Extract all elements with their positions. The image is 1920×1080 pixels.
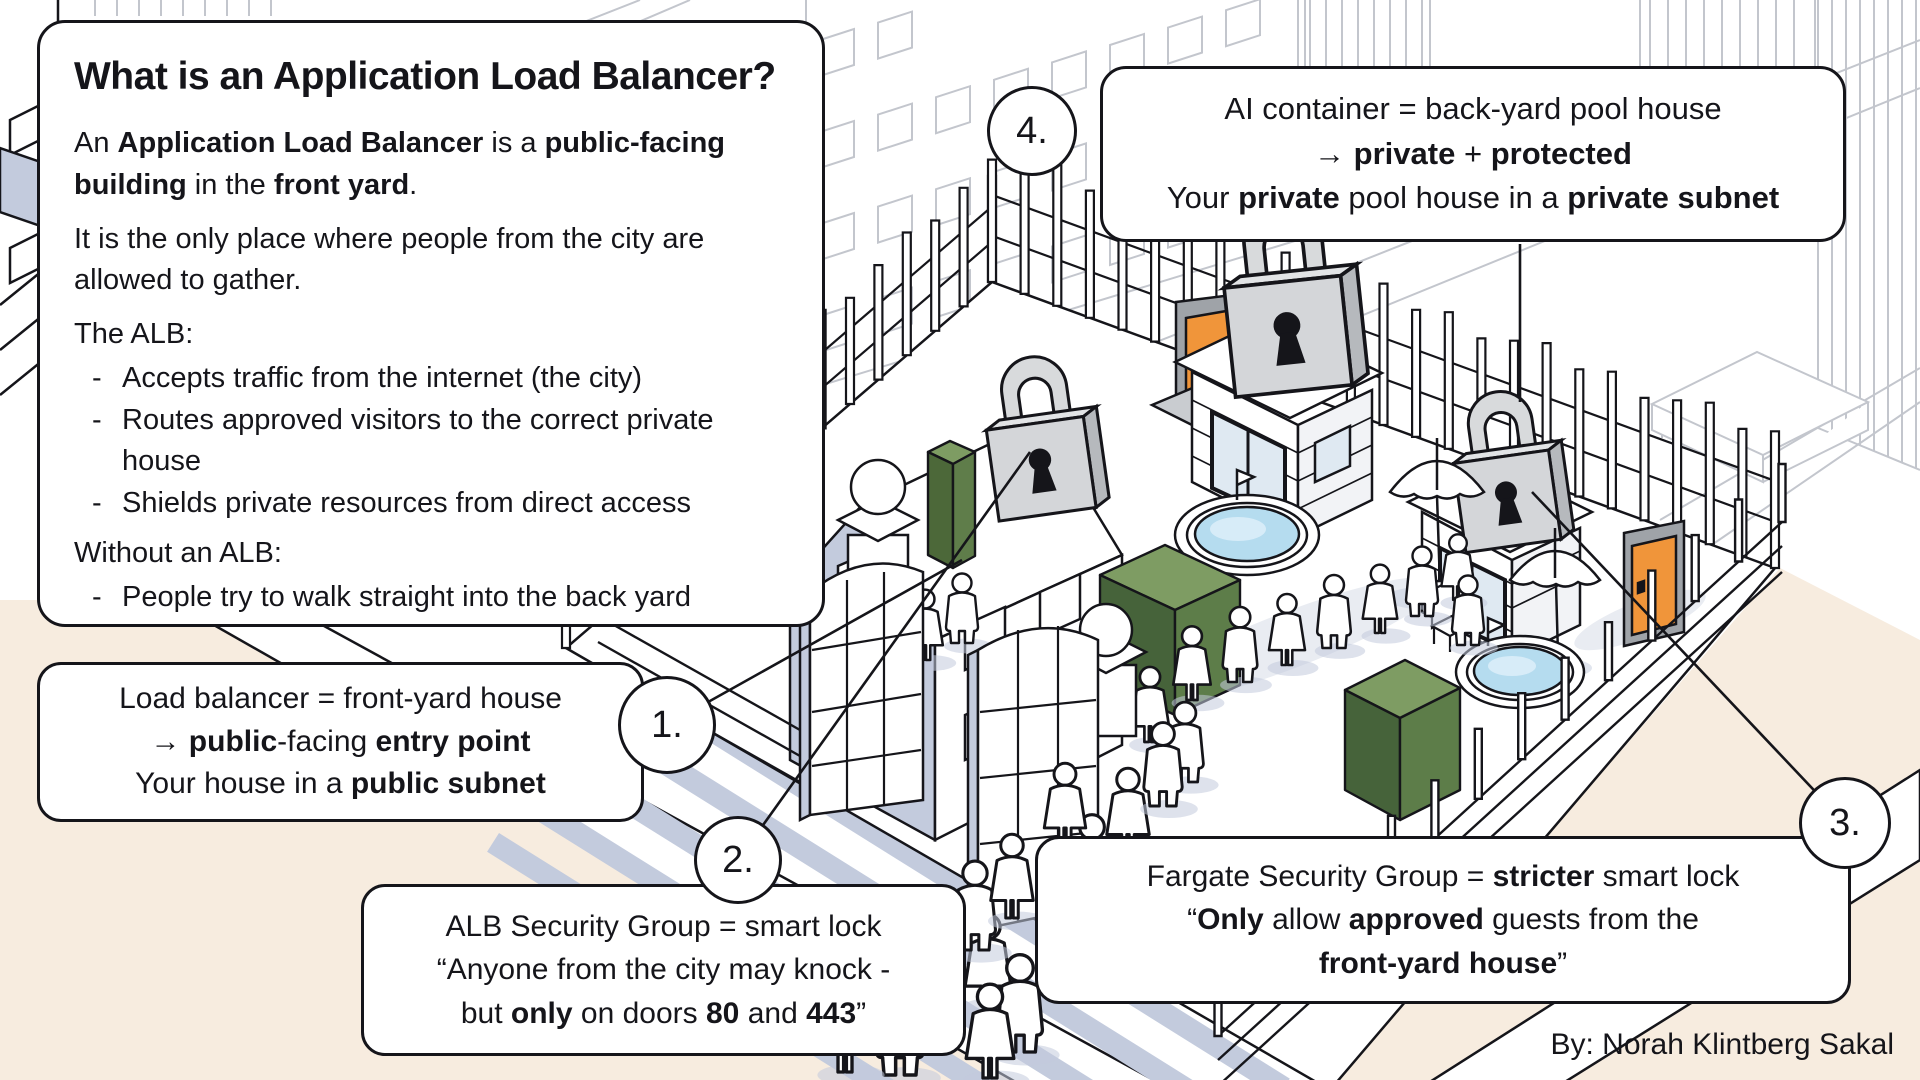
- without-alb-heading: Without an ALB:: [74, 536, 282, 569]
- callout-line: “Only allow approved guests from the: [1187, 903, 1699, 937]
- callout-line: Load balancer = front-yard house: [119, 682, 562, 716]
- ai-container-callout: AI container = back-yard pool house → pr…: [1100, 66, 1846, 242]
- without-alb-bullet: People try to walk straight into the bac…: [86, 577, 788, 619]
- leader-lines: [666, 244, 1846, 861]
- info-intro: An Application Load Balancer is a public…: [74, 127, 726, 201]
- callout-line: front-yard house”: [1318, 946, 1568, 980]
- callout-line: ALB Security Group = smart lock: [445, 909, 882, 943]
- callout-line: → public-facing entry point: [150, 724, 531, 758]
- without-alb-bullet-list: People try to walk straight into the bac…: [74, 577, 788, 619]
- fargate-security-group-callout: Fargate Security Group = stricter smart …: [1035, 836, 1851, 1004]
- callout-line: → private + protected: [1314, 135, 1632, 171]
- callout-line: “Anyone from the city may knock -: [436, 953, 891, 987]
- marker-4: 4.: [987, 86, 1077, 176]
- marker-2: 2.: [694, 816, 782, 904]
- alb-security-group-callout: ALB Security Group = smart lock “Anyone …: [361, 884, 966, 1056]
- callout-line: Fargate Security Group = stricter smart …: [1146, 859, 1740, 893]
- alb-bullet: Routes approved visitors to the correct …: [86, 400, 788, 484]
- alb-bullet-list: Accepts traffic from the internet (the c…: [74, 358, 788, 525]
- swimming-pool: [1173, 468, 1586, 710]
- attribution: By: Norah Klintberg Sakal: [1550, 1028, 1894, 1061]
- marker-1: 1.: [618, 676, 716, 774]
- alb-bullet: Accepts traffic from the internet (the c…: [86, 358, 788, 400]
- callout-line: but only on doors 80 and 443”: [460, 996, 867, 1030]
- callout-line: Your private pool house in a private sub…: [1166, 180, 1780, 216]
- callout-line: Your house in a public subnet: [135, 767, 546, 801]
- alb-bullet: Shields private resources from direct ac…: [86, 483, 788, 525]
- info-intro: It is the only place where people from t…: [74, 222, 705, 297]
- info-title: What is an Application Load Balancer?: [74, 55, 776, 98]
- hedge: [926, 439, 1462, 822]
- alb-heading: The ALB:: [74, 318, 194, 351]
- callout-line: AI container = back-yard pool house: [1224, 90, 1722, 126]
- alb-info-box: What is an Application Load Balancer? An…: [37, 20, 825, 627]
- marker-3: 3.: [1799, 777, 1891, 869]
- load-balancer-callout: Load balancer = front-yard house → publi…: [37, 662, 644, 822]
